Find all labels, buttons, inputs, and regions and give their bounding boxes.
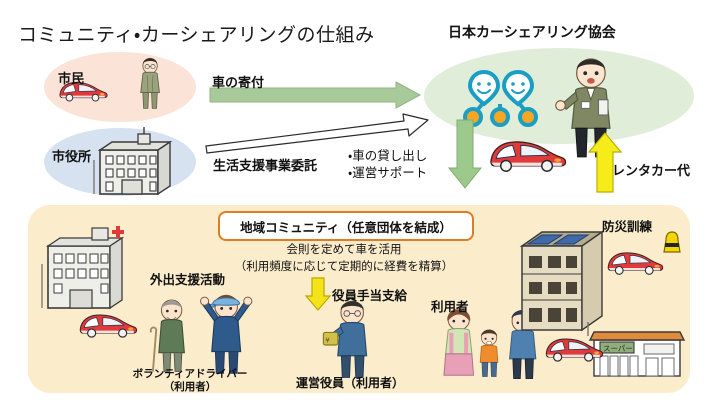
citizen-ellipse <box>44 52 196 122</box>
welfare-entrustment-label: 生活支援事業委託 <box>213 159 318 174</box>
outing-support-label: 外出支援活動 <box>150 272 226 287</box>
officer-allowance-label: 役員手当支給 <box>332 288 408 303</box>
community-box: 地域コミュニティ（任意団体を結成） <box>218 211 474 241</box>
rental-fee-label: レンタカー代 <box>612 164 691 179</box>
disaster-drill-label: 防災訓練 <box>602 219 653 234</box>
city-hall-label: 市役所 <box>52 150 92 165</box>
operating-officer-caption: 運営役員（利用者） <box>296 376 405 390</box>
service-item-lending: ・車の貸し出し <box>348 148 428 163</box>
page-title: コミュニティ・カーシェアリングの仕組み <box>18 24 375 46</box>
lending-car-illustration <box>490 141 567 172</box>
users-label: 利用者 <box>431 299 469 314</box>
association-ellipse <box>424 48 694 144</box>
volunteer-driver-title: ボランティアドライバー <box>132 368 248 380</box>
community-box-label: 地域コミュニティ（任意団体を結成） <box>240 219 452 235</box>
association-label: 日本カーシェアリング協会 <box>448 25 616 41</box>
volunteer-driver-subtitle: （利用者） <box>163 381 217 394</box>
service-item-support: ・運営サポート <box>348 164 428 180</box>
volunteer-driver-caption: ボランティアドライバー （利用者） <box>128 368 252 394</box>
service-list: ・車の貸し出し ・運営サポート <box>348 148 427 182</box>
car-donation-label: 車の寄付 <box>212 76 265 91</box>
community-rules-text: 会則を定めて車を活用 <box>286 242 402 256</box>
community-settlement-text: （利用頻度に応じて定期的に経費を精算） <box>234 259 454 273</box>
citizen-label: 市民 <box>58 72 85 87</box>
